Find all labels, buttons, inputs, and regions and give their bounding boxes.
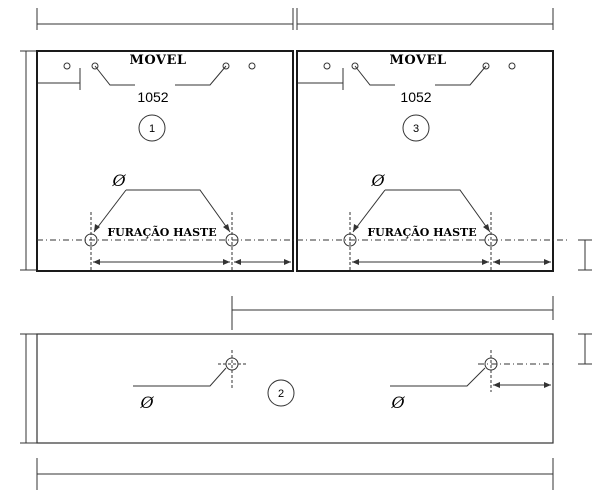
panel-3-top-hole <box>482 62 490 70</box>
panel-1-top-hole <box>91 62 99 70</box>
middle-dimension-line <box>231 296 554 330</box>
panel-3-callout-circle <box>402 114 430 142</box>
arrowhead <box>353 224 359 232</box>
panel-3-title: MOVEL <box>389 53 446 68</box>
panel-2-callout-circle <box>267 379 295 407</box>
panel-3-top-hole <box>323 62 331 70</box>
panel-1-top-hole <box>63 62 71 70</box>
panel-1-top-hole <box>222 62 230 70</box>
panel-2-outline <box>36 333 554 444</box>
right-dimension-top <box>578 239 592 271</box>
panel-1-dimension-value: 1052 <box>137 89 168 105</box>
panel-2-diameter-symbol-right: Ø <box>390 393 405 412</box>
top-dimension-lines <box>36 8 554 30</box>
left-height-dimension-bottom <box>20 333 38 444</box>
panel-1: MOVEL 1052 1 Ø FURAÇÃO HASTE <box>36 50 294 272</box>
panel-3-hole-note: FURAÇÃO HASTE <box>367 225 476 239</box>
arrowhead <box>483 224 490 232</box>
panel-1-callout-number: 1 <box>149 123 155 135</box>
panel-2-callout-number: 2 <box>278 388 284 400</box>
bottom-dimension-line <box>36 458 554 490</box>
right-dimension-bottom <box>578 333 592 365</box>
panel-1-diameter-symbol: Ø <box>111 171 126 190</box>
panel-1-title: MOVEL <box>129 53 186 68</box>
panel-1-callout-circle <box>138 114 166 142</box>
panel-3: MOVEL 1052 3 Ø FURAÇÃO HASTE <box>296 50 554 272</box>
arrowhead <box>223 224 230 232</box>
arrowhead <box>94 224 100 232</box>
panel-1-outline <box>36 50 294 272</box>
panel-3-callout-number: 3 <box>413 123 419 135</box>
panel-2-diameter-symbol-left: Ø <box>139 393 154 412</box>
panel-2: Ø Ø 2 <box>36 333 555 444</box>
panel-3-top-hole <box>508 62 516 70</box>
panel-2-hole-left <box>225 357 239 371</box>
panel-3-top-hole <box>351 62 359 70</box>
left-height-dimension-top <box>20 50 38 271</box>
panel-1-top-hole <box>248 62 256 70</box>
panel-3-outline <box>296 50 554 272</box>
panel-3-diameter-symbol: Ø <box>370 171 385 190</box>
panel-3-dimension-value: 1052 <box>400 89 431 105</box>
panel-1-hole-note: FURAÇÃO HASTE <box>107 225 216 239</box>
